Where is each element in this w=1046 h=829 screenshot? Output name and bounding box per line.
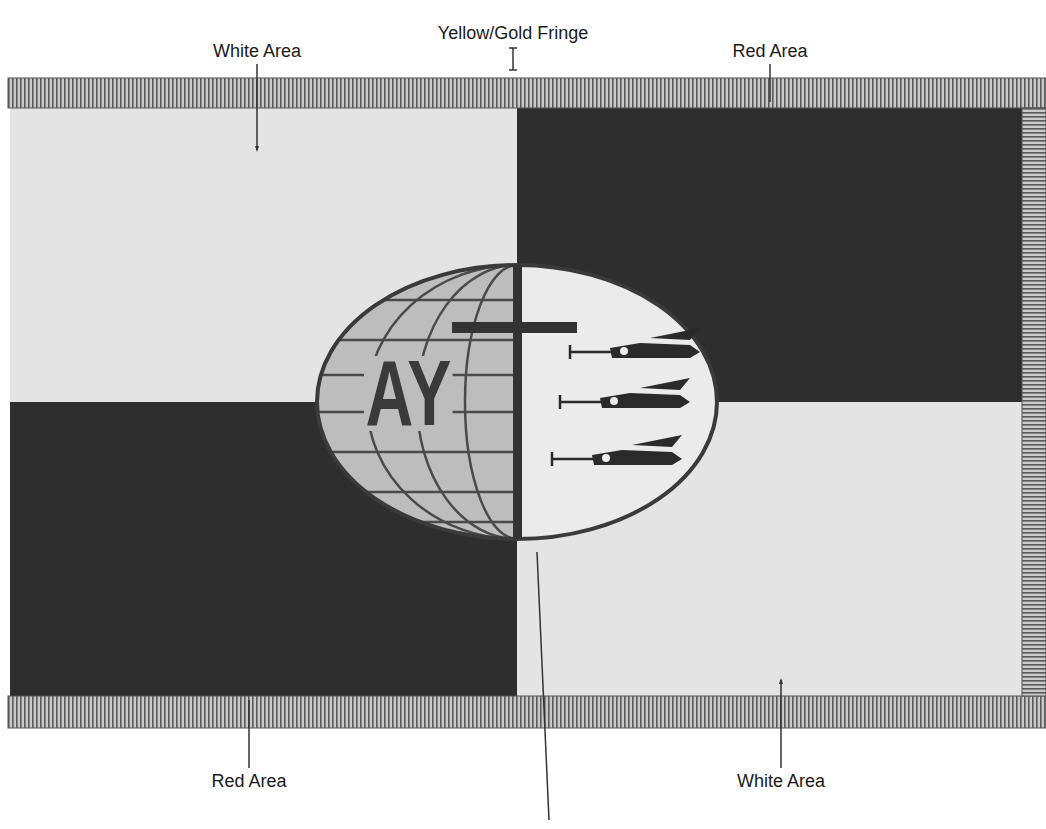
fringe <box>8 696 1046 728</box>
cross <box>452 322 577 333</box>
globe-grid <box>300 265 667 539</box>
emblem-text: AY <box>364 356 453 431</box>
fringe <box>1022 108 1046 696</box>
leader-tips <box>255 146 783 684</box>
leader-lines <box>249 48 781 820</box>
emblem-outline <box>317 265 717 539</box>
fringe <box>8 78 1046 108</box>
fringe-label: Yellow/Gold Fringe <box>438 24 588 44</box>
aircraft <box>552 328 700 466</box>
globe <box>317 265 517 539</box>
area-label: White Area <box>213 42 301 62</box>
cross <box>513 265 522 539</box>
area-label: Red Area <box>211 772 286 792</box>
area-label: White Area <box>737 772 825 792</box>
area-label: Red Area <box>732 42 807 62</box>
emblem-right <box>517 265 717 539</box>
